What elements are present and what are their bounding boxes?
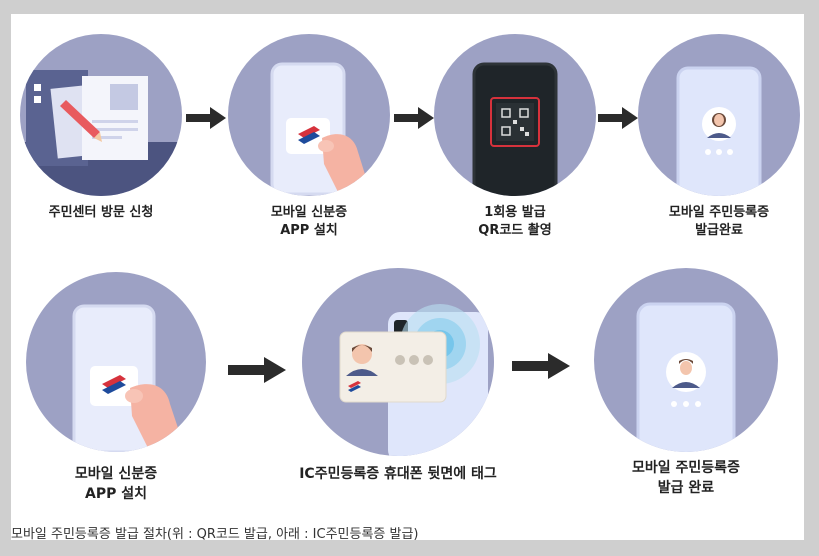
step-label-complete: 모바일 주민등록증 발급완료 — [668, 205, 770, 238]
step-install-app-circle — [26, 272, 206, 452]
step-complete-circle — [594, 268, 778, 452]
ic-card-tag-illustration — [339, 304, 488, 456]
step-label-visit-office: 주민센터 방문 신청 — [48, 205, 154, 220]
figure-caption: 모바일 주민등록증 발급 절차(위 : QR코드 발급, 아래 : IC주민등록… — [11, 527, 419, 542]
step-label-qr-scan: 1회용 발급 QR코드 촬영 — [478, 205, 552, 238]
arrow-right-icon — [394, 107, 434, 129]
mobile-id-illustration — [676, 66, 762, 196]
step-install-app-circle — [228, 34, 390, 196]
qr-scan-illustration — [472, 62, 558, 196]
arrow-right-icon — [598, 107, 638, 129]
mobile-id-illustration — [636, 302, 736, 452]
phone-app-illustration — [270, 62, 368, 196]
arrow-right-icon — [228, 357, 286, 383]
phone-app-illustration — [72, 304, 182, 452]
step-qr-scan-circle — [434, 34, 596, 196]
arrow-right-icon — [512, 353, 570, 379]
office-application-illustration — [20, 70, 182, 196]
step-label-complete: 모바일 주민등록증 발급 완료 — [632, 460, 740, 496]
step-complete-circle — [638, 34, 800, 196]
step-label-install-app: 모바일 신분증 APP 설치 — [74, 466, 158, 502]
step-visit-office-circle — [20, 34, 182, 196]
step-label-install-app: 모바일 신분증 APP 설치 — [270, 205, 348, 238]
step-ic-tag-circle — [302, 268, 494, 456]
step-label-ic-tag: IC주민등록증 휴대폰 뒷면에 태그 — [299, 466, 497, 482]
arrow-right-icon — [186, 107, 226, 129]
